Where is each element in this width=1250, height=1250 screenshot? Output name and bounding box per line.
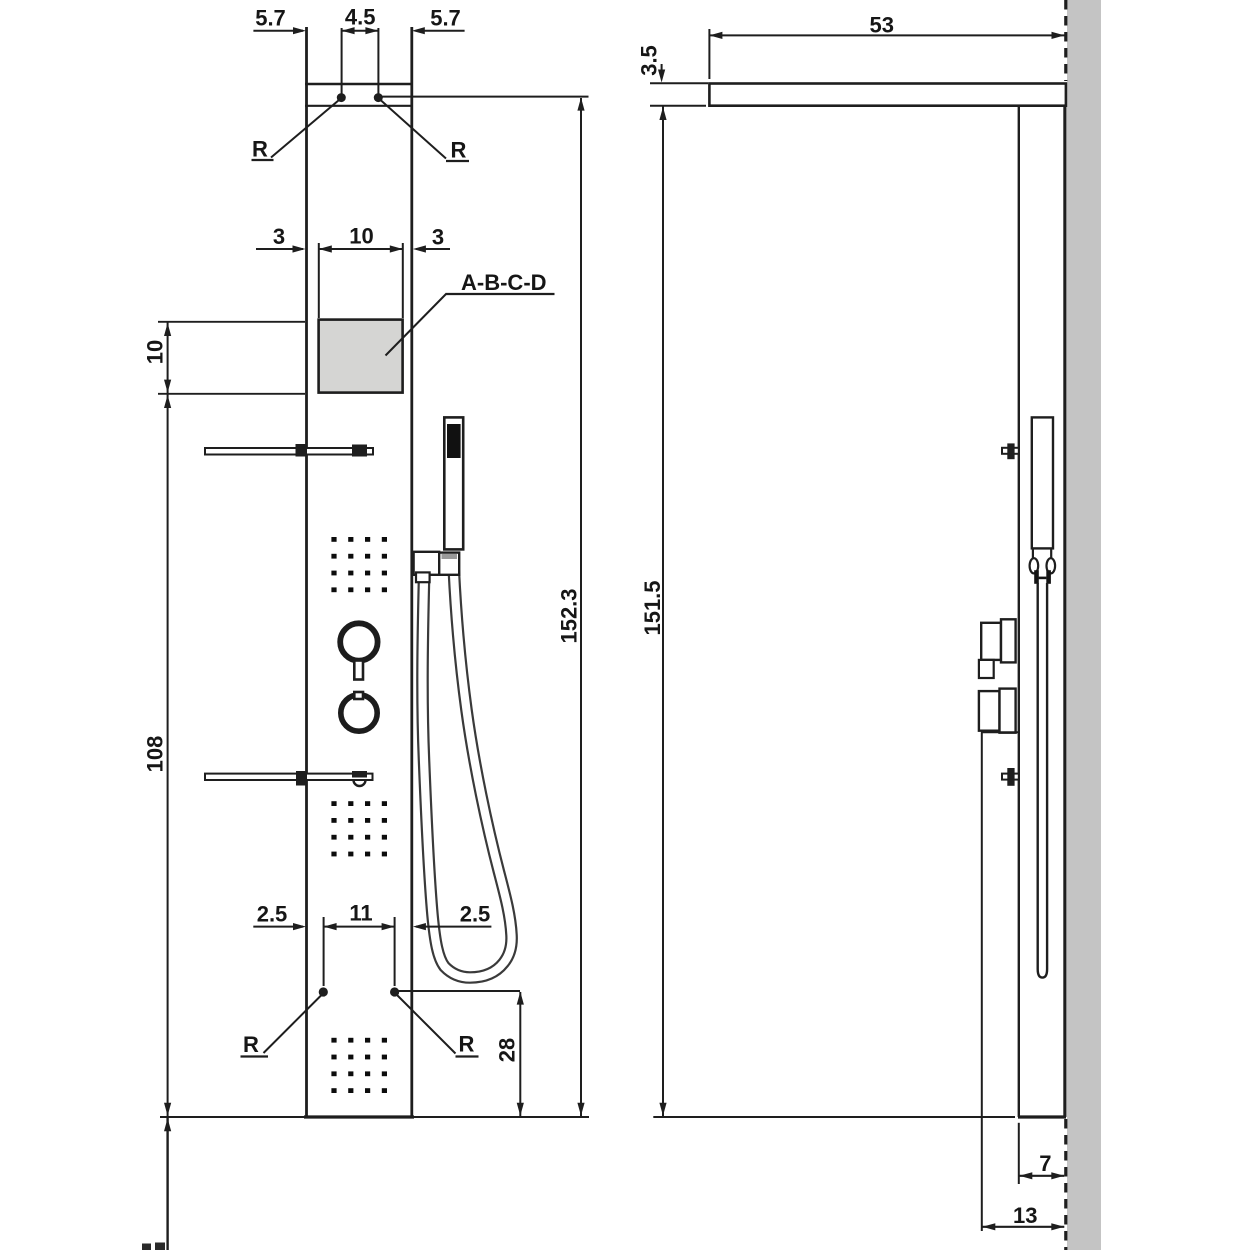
svg-text:10: 10 — [349, 224, 373, 249]
svg-text:13: 13 — [1013, 1203, 1037, 1228]
svg-text:5.7: 5.7 — [430, 6, 461, 31]
svg-text:R: R — [243, 1032, 259, 1057]
svg-text:7: 7 — [1039, 1151, 1051, 1176]
svg-text:28: 28 — [495, 1038, 520, 1062]
svg-text:10: 10 — [143, 340, 168, 364]
svg-text:151.5: 151.5 — [640, 580, 665, 635]
svg-text:4.5: 4.5 — [345, 5, 376, 30]
svg-text:3: 3 — [432, 225, 444, 250]
svg-text:5.7: 5.7 — [255, 6, 286, 31]
svg-text:R: R — [459, 1032, 475, 1057]
svg-text:2.5: 2.5 — [460, 902, 491, 927]
svg-text:3.5: 3.5 — [637, 45, 662, 76]
svg-text:3: 3 — [273, 224, 285, 249]
svg-text:53: 53 — [870, 13, 894, 38]
svg-text:11: 11 — [349, 901, 372, 926]
svg-text:R: R — [252, 137, 268, 162]
svg-text:108: 108 — [143, 736, 168, 773]
svg-text:R: R — [451, 138, 467, 163]
svg-text:152.3: 152.3 — [557, 588, 582, 643]
svg-text:A-B-C-D: A-B-C-D — [461, 270, 547, 295]
svg-text:2.5: 2.5 — [257, 902, 288, 927]
